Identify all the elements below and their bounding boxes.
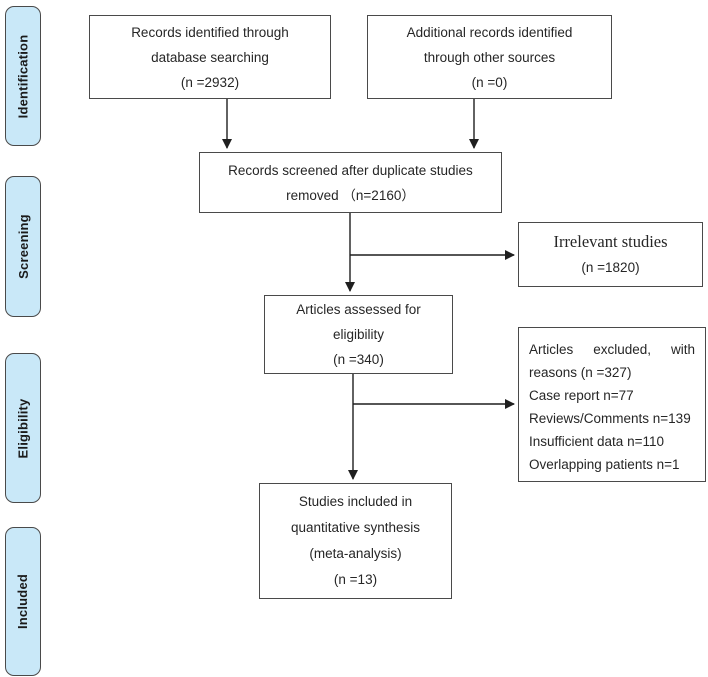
box-studies-included: Studies included in quantitative synthes… [259, 483, 452, 599]
stage-label-text: Eligibility [15, 398, 31, 458]
box-text-line: (n =0) [471, 74, 508, 90]
box-additional-records: Additional records identified through ot… [367, 15, 612, 99]
box-text-line: reasons (n =327) [529, 365, 632, 380]
box-text-line: Articles assessed for [296, 302, 421, 317]
box-articles-assessed: Articles assessed for eligibility (n =34… [264, 295, 453, 374]
box-text-line: Irrelevant studies [553, 232, 668, 251]
box-text-line: Records screened after duplicate studies [228, 162, 473, 178]
box-text-line: (meta-analysis) [309, 546, 402, 561]
box-records-identified: Records identified through database sear… [89, 15, 331, 99]
stage-label-included: Included [5, 527, 41, 676]
box-text-line: Insufficient data n=110 [529, 434, 664, 449]
box-text-line: (n =1820) [581, 260, 640, 275]
box-text-line: through other sources [423, 49, 556, 65]
stage-label-screening: Screening [5, 176, 41, 317]
box-text-line: removed （n=2160） [286, 187, 415, 203]
box-records-screened: Records screened after duplicate studies… [199, 152, 502, 213]
stage-label-text: Included [15, 573, 31, 630]
box-text-line: Overlapping patients n=1 [529, 457, 680, 472]
box-text-line: Case report n=77 [529, 388, 634, 403]
box-text-line: Articles excluded, with [529, 342, 695, 357]
stage-label-eligibility: Eligibility [5, 353, 41, 503]
box-text-line: eligibility [332, 327, 385, 342]
box-text-line: (n =340) [333, 352, 384, 367]
stage-label-text: Identification [15, 34, 31, 118]
box-articles-excluded: Articles excluded, with reasons (n =327)… [518, 327, 706, 482]
box-text-line: Additional records identified [406, 24, 573, 40]
stage-label-text: Screening [15, 214, 31, 279]
box-text-line: (n =2932) [180, 74, 240, 90]
box-text-line: Studies included in [298, 494, 413, 509]
box-text-line: database searching [151, 49, 269, 65]
stage-label-identification: Identification [5, 6, 41, 146]
box-text-line: quantitative synthesis [290, 520, 421, 535]
box-text-line: (n =13) [333, 572, 378, 587]
box-irrelevant-studies: Irrelevant studies (n =1820) [518, 222, 703, 287]
box-text-line: Reviews/Comments n=139 [529, 411, 691, 426]
box-text-line: Records identified through [131, 24, 289, 40]
